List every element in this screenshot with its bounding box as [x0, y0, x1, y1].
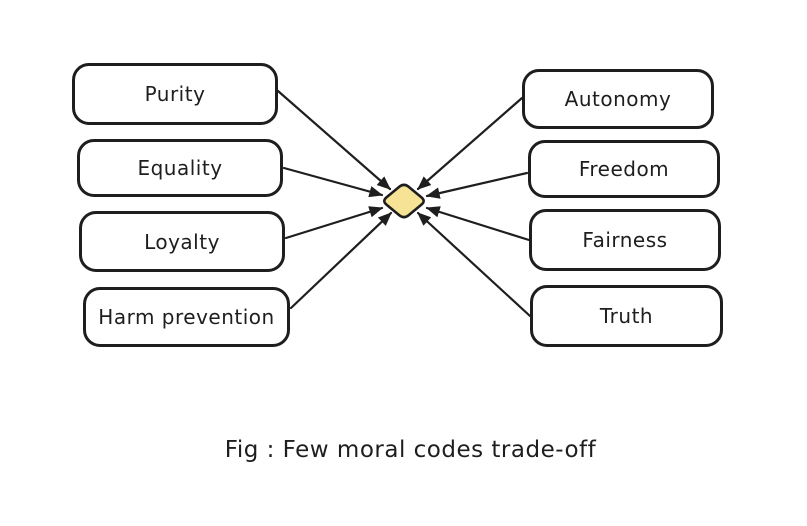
node-box-truth: Truth	[530, 285, 723, 347]
node-label-truth: Truth	[599, 304, 654, 328]
figure-caption: Fig : Few moral codes trade-off	[224, 437, 597, 463]
arrow-freedom-to-center	[425, 171, 529, 199]
node-label-harm-prevention: Harm prevention	[98, 305, 275, 329]
node-label-loyalty: Loyalty	[144, 229, 220, 254]
node-box-fairness: Fairness	[529, 209, 721, 271]
arrow-loyalty-to-center	[284, 206, 384, 240]
node-box-freedom: Freedom	[528, 140, 720, 198]
node-label-fairness: Fairness	[582, 228, 668, 252]
arrow-autonomy-to-center	[416, 96, 524, 191]
node-label-equality: Equality	[137, 156, 223, 180]
node-box-harm-prevention: Harm prevention	[83, 287, 290, 347]
arrow-fairness-to-center	[425, 206, 531, 242]
node-box-purity: Purity	[72, 63, 278, 125]
arrow-harm-prevention-to-center	[289, 211, 393, 310]
node-box-equality: Equality	[77, 139, 283, 197]
arrow-truth-to-center	[416, 211, 532, 318]
arrow-equality-to-center	[282, 166, 384, 198]
arrow-purity-to-center	[276, 89, 392, 191]
node-label-autonomy: Autonomy	[564, 87, 672, 111]
center-diamond	[383, 183, 425, 219]
node-label-purity: Purity	[144, 82, 206, 106]
node-box-loyalty: Loyalty	[79, 211, 285, 272]
node-box-autonomy: Autonomy	[522, 69, 714, 129]
node-label-freedom: Freedom	[578, 157, 670, 181]
